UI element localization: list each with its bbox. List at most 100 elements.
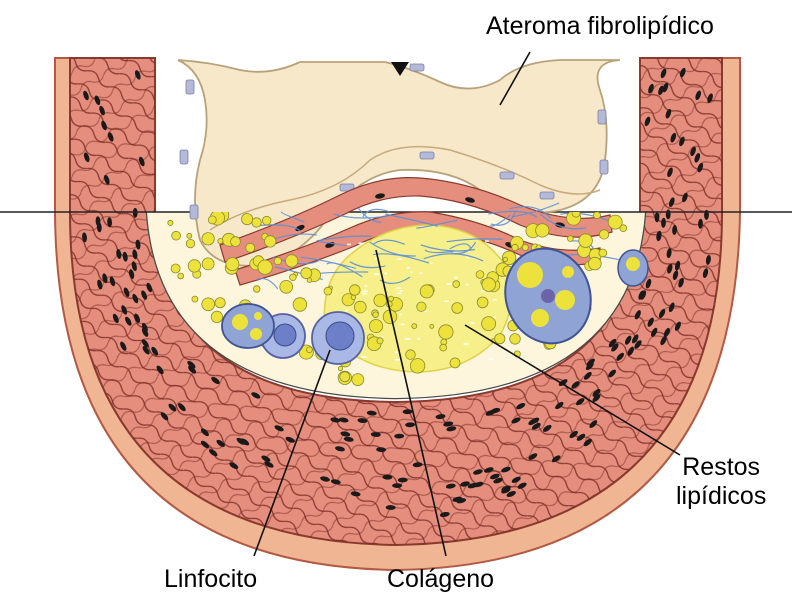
lipid-droplet <box>280 280 293 293</box>
lipid-droplet <box>290 274 297 281</box>
cholesterol-crystal <box>374 273 380 275</box>
lipid-droplet <box>350 285 361 296</box>
muscle-nucleus <box>392 483 402 488</box>
cholesterol-crystal <box>407 267 410 269</box>
lipid-droplet <box>211 311 222 322</box>
cholesterol-crystal <box>466 284 469 286</box>
lipid-droplet <box>388 296 393 301</box>
lipid-droplet <box>568 236 574 242</box>
cholesterol-crystal <box>347 244 351 246</box>
lipid-droplet <box>503 257 507 261</box>
cholesterol-crystal <box>405 338 411 340</box>
lipid-droplet <box>410 359 425 374</box>
cholesterol-crystal <box>417 338 420 340</box>
lipid-droplet <box>420 285 433 298</box>
lipid-droplet <box>510 334 521 345</box>
lipid-droplet <box>262 216 271 225</box>
cholesterol-crystal <box>485 240 489 242</box>
foam-cell <box>222 304 274 348</box>
cholesterol-crystal <box>359 243 365 245</box>
cholesterol-crystal <box>398 293 402 295</box>
cholesterol-crystal <box>362 293 366 295</box>
lipid-droplet <box>188 260 200 272</box>
lipid-droplet <box>202 298 215 311</box>
lipid-droplet <box>307 278 312 283</box>
lymphocyte <box>312 312 364 364</box>
lipid-droplet <box>265 236 276 247</box>
lipid-droplet <box>340 372 350 382</box>
lipid-droplet <box>522 244 528 250</box>
cholesterol-crystal <box>365 285 368 287</box>
cholesterol-crystal <box>345 310 348 312</box>
lipid-droplet <box>512 244 518 250</box>
lipid-droplet <box>354 301 366 313</box>
lipid-droplet <box>482 317 496 331</box>
lipid-droplet <box>307 347 313 353</box>
cholesterol-crystal <box>411 271 413 273</box>
lipid-droplet <box>242 214 253 225</box>
lipid-droplet <box>477 297 488 308</box>
cholesterol-crystal <box>400 290 403 292</box>
lipid-droplet <box>599 249 607 257</box>
lipid-droplet <box>450 358 460 368</box>
muscle-nucleus <box>133 208 138 218</box>
lipid-droplet <box>218 239 223 244</box>
cholesterol-crystal <box>489 359 494 361</box>
cholesterol-crystal <box>430 262 432 264</box>
lipid-droplet <box>579 234 593 248</box>
lipid-droplet <box>482 278 496 292</box>
lipid-droplet <box>301 268 312 279</box>
lipid-droplet <box>274 257 281 264</box>
cholesterol-crystal <box>395 359 401 361</box>
lipid-droplet <box>171 264 180 273</box>
lipid-droplet <box>324 287 332 295</box>
cholesterol-crystal <box>397 258 402 260</box>
label-restos-line1: Restos <box>676 453 766 482</box>
cholesterol-crystal <box>362 291 368 293</box>
lipid-droplet <box>369 320 382 333</box>
lipid-droplet <box>430 324 434 328</box>
lipid-droplet <box>594 212 601 219</box>
lipid-droplet <box>168 220 173 225</box>
lipid-droplet <box>246 243 255 252</box>
lipid-droplet <box>178 273 184 279</box>
lipid-droplet <box>599 230 608 239</box>
lipid-droplet <box>192 296 198 302</box>
lipid-droplet <box>286 255 298 267</box>
cholesterol-crystal <box>384 273 387 275</box>
cholesterol-crystal <box>446 283 452 285</box>
lipid-droplet <box>252 218 261 227</box>
lipid-droplet <box>258 260 272 274</box>
cholesterol-crystal <box>445 300 450 302</box>
lipid-droplet <box>440 344 447 351</box>
cholesterol-crystal <box>395 352 399 354</box>
lipid-droplet <box>439 325 453 339</box>
label-colageno: Colágeno <box>387 565 494 594</box>
cholesterol-crystal <box>399 314 401 316</box>
lipid-droplet <box>495 334 505 344</box>
label-linfocito: Linfocito <box>164 565 257 594</box>
cholesterol-crystal <box>466 257 469 259</box>
label-restos-line2: lipídicos <box>676 482 766 511</box>
label-restos-lipidicos: Restos lipídicos <box>676 453 766 511</box>
lipid-droplet <box>293 298 307 312</box>
cholesterol-crystal <box>463 343 468 345</box>
lipid-droplet <box>536 224 549 237</box>
lipid-droplet <box>208 216 216 224</box>
lipid-droplet <box>186 239 194 247</box>
label-ateroma-fibrolipidico: Ateroma fibrolipídico <box>486 12 714 41</box>
lipid-droplet <box>476 271 484 279</box>
cholesterol-crystal <box>401 324 405 326</box>
lipid-droplet <box>202 258 214 270</box>
lipid-droplet <box>453 281 460 288</box>
lipid-droplet <box>172 231 181 240</box>
lipid-droplet <box>202 233 214 245</box>
lipid-droplet <box>608 215 622 229</box>
lipid-droplet <box>338 366 342 370</box>
lipid-droplet <box>589 257 602 270</box>
cholesterol-crystal <box>454 277 457 279</box>
lipid-droplet <box>215 298 225 308</box>
lipid-droplet <box>417 302 426 311</box>
lipid-droplet <box>351 295 356 300</box>
